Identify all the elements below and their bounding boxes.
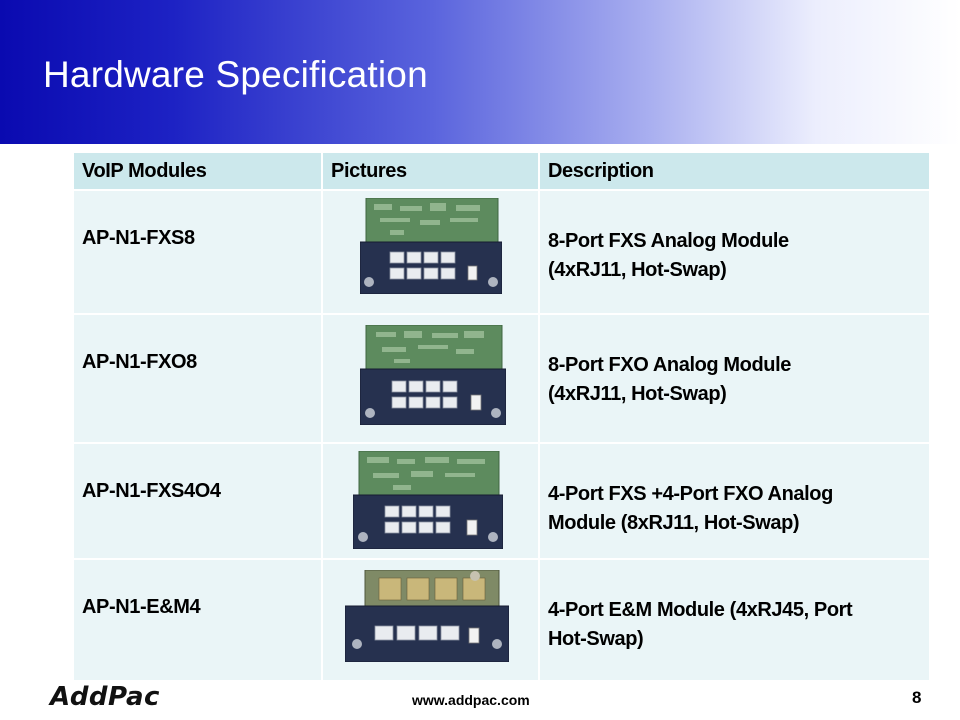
page-title: Hardware Specification [43,54,428,95]
module-picture-cell [321,558,540,682]
module-description: 8-Port FXS Analog Module (4xRJ11, Hot-Sw… [538,189,931,315]
module-photo-icon [345,570,509,662]
header-description: Description [538,151,931,191]
description-line: 4-Port FXS +4-Port FXO Analog [548,483,833,505]
table-row: AP-N1-FXS8 [72,189,931,315]
module-picture-cell [321,442,540,560]
module-picture-cell [321,189,540,315]
module-photo-icon [360,198,502,294]
module-model: AP-N1-E&M4 [72,558,323,682]
description-line: 8-Port FXO Analog Module [548,354,791,376]
header-pictures: Pictures [321,151,540,191]
spec-table: VoIP Modules Pictures Description AP-N1-… [72,151,931,682]
module-description: 4-Port FXS +4-Port FXO Analog Module (8x… [538,442,931,560]
description-line: Module (8xRJ11, Hot-Swap) [548,512,800,534]
table-row: AP-N1-E&M4 [72,558,931,682]
module-model: AP-N1-FXS8 [72,189,323,315]
module-picture-cell [321,313,540,444]
description-line: (4xRJ11, Hot-Swap) [548,383,727,405]
description-line: Hot-Swap) [548,628,644,650]
module-model: AP-N1-FXS4O4 [72,442,323,560]
description-line: (4xRJ11, Hot-Swap) [548,259,727,281]
module-description: 4-Port E&M Module (4xRJ45, Port Hot-Swap… [538,558,931,682]
table-row: AP-N1-FXO8 [72,313,931,444]
module-model: AP-N1-FXO8 [72,313,323,444]
footer-url[interactable]: www.addpac.com [412,692,530,708]
description-line: 8-Port FXS Analog Module [548,230,789,252]
module-description: 8-Port FXO Analog Module (4xRJ11, Hot-Sw… [538,313,931,444]
header-voip-modules: VoIP Modules [72,151,323,191]
addpac-logo: AddPac [50,682,160,712]
table-row: AP-N1-FXS4O4 [72,442,931,560]
table-header-row: VoIP Modules Pictures Description [72,151,931,191]
description-line: 4-Port E&M Module (4xRJ45, Port [548,599,853,621]
module-photo-icon [360,325,506,425]
module-photo-icon [353,451,503,549]
title-banner [0,0,960,144]
page-number: 8 [912,688,922,707]
